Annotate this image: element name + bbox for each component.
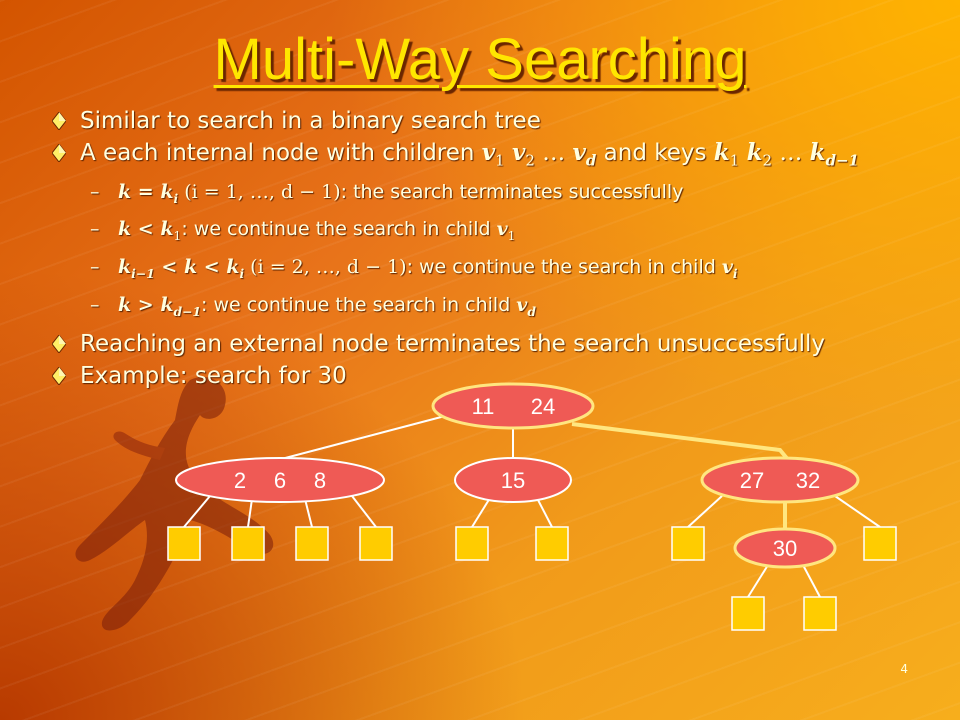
math-k-i-sub: i [239,265,245,281]
external-leaf [863,526,897,561]
math-k2-sub: 2 [762,151,773,170]
node-right-child: 30 [733,527,837,569]
math-k-lt-sub: 1 [173,229,182,244]
math-k-between: < k < k [154,256,240,279]
node-left-key3: 8 [314,468,326,493]
bullet-internal-text-b: and keys [596,140,714,166]
math-v2-sub: 2 [525,151,535,170]
sub-bullet-less-text: : we continue the search in child [181,218,497,241]
edge-root-right-path [571,422,792,464]
node-left-key2: 6 [274,468,286,493]
math-k-gt: k > k [118,293,174,316]
math-dots-2: … [772,140,810,166]
sub-bullet-less: – k < k1: we continue the search in chil… [50,217,930,248]
page-number: 4 [900,662,908,676]
edge-left-leaf3 [304,498,313,528]
math-child-v1: v [496,218,508,241]
node-middle-key1: 15 [501,468,525,493]
diamond-bullet-icon [52,366,66,385]
math-kd: k [809,139,826,166]
edge-left-leaf1 [183,495,211,528]
edge-middle-leaf2 [536,497,553,528]
math-child-vi-sub: i [732,265,738,281]
external-leaf [295,526,329,561]
math-cond-1: (i = 1, …, d − 1) [178,180,341,203]
node-middle: 15 [454,457,572,503]
sub-bullet-greater-text: : we continue the search in child [201,293,517,316]
edge-left-leaf4 [351,495,377,528]
math-k2: k [746,139,763,166]
edge-root-left [269,415,446,463]
sub-bullet-between: – ki−1 < k < ki (i = 2, …, d − 1): we co… [50,255,930,286]
external-leaf [803,596,837,631]
bullet-external-node: Reaching an external node terminates the… [50,331,930,357]
bullet-internal-node: A each internal node with children v1 v2… [50,140,930,174]
sub-bullet-equal: – k = ki (i = 1, …, d − 1): the search t… [50,180,930,211]
slide-title: Multi-Way Searching [213,27,747,92]
external-leaf [671,526,705,561]
node-root-key1: 11 [472,394,495,419]
edge-child-leaf2 [802,564,821,598]
math-k-eq-sub: i [173,190,179,206]
runner-silhouette-image [75,376,274,631]
math-k-eq: k = k [118,180,174,203]
bullet-list: Similar to search in a binary search tre… [50,108,930,395]
external-leaf [359,526,393,561]
math-cond-3: (i = 2, …, d − 1) [244,256,407,279]
bullet-internal-text-a: A each internal node with children [80,140,482,166]
node-right-child-key1: 30 [773,536,797,561]
bullet-example-text: Example: search for 30 [80,362,347,389]
dash-bullet-icon: – [90,218,100,241]
math-v2: v [512,139,526,166]
bullet-external-text: Reaching an external node terminates the… [80,330,826,357]
math-dots: … [534,140,573,166]
external-leaf [731,596,765,631]
math-vd: v [572,139,586,166]
dash-bullet-icon: – [90,293,100,316]
sub-bullet-between-text: : we continue the search in child [406,256,722,279]
edge-left-leaf2 [247,498,253,528]
sub-bullet-equal-text: : the search terminates successfully [340,180,684,203]
math-k-lt: k < k [118,218,174,241]
math-k-im1-sub: i−1 [131,265,155,281]
math-v1: v [481,139,496,166]
math-vd-sub: d [585,151,597,170]
math-child-vi: v [721,256,733,279]
external-leaf [535,526,569,561]
diamond-bullet-icon [52,144,66,162]
bullet-similar: Similar to search in a binary search tre… [50,108,930,134]
diamond-bullet-icon [52,112,66,130]
bullet-example: Example: search for 30 [50,363,930,389]
math-k1: k [713,139,730,166]
bullet-similar-text: Similar to search in a binary search tre… [80,108,541,134]
node-root: 11 24 [431,382,595,430]
edge-child-leaf1 [747,564,769,598]
diamond-bullet-icon [52,334,66,353]
external-leaf [231,526,265,561]
math-k-im1: k [118,256,132,279]
math-k-gt-sub: d−1 [173,303,202,319]
node-right-key1: 27 [740,468,764,493]
node-left-key1: 2 [234,468,246,493]
sub-bullet-greater: – k > kd−1: we continue the search in ch… [50,293,930,324]
dash-bullet-icon: – [90,256,100,279]
edge-middle-leaf1 [471,497,491,528]
math-k1-sub: 1 [729,151,740,170]
edge-right-leaf1 [687,495,723,528]
math-v1-sub: 1 [495,151,505,170]
math-child-vd: v [516,293,528,316]
dash-bullet-icon: – [90,180,100,203]
node-left: 2 6 8 [175,457,385,503]
external-leaf [455,526,489,561]
node-right: 27 32 [700,456,860,504]
math-child-v1-sub: 1 [507,229,516,244]
node-root-key2: 24 [531,394,555,419]
math-child-vd-sub: d [527,303,536,319]
edge-right-leaf3 [834,495,881,528]
math-kd-sub: d−1 [825,151,859,170]
external-leaf [167,526,201,561]
node-right-key2: 32 [796,468,820,493]
